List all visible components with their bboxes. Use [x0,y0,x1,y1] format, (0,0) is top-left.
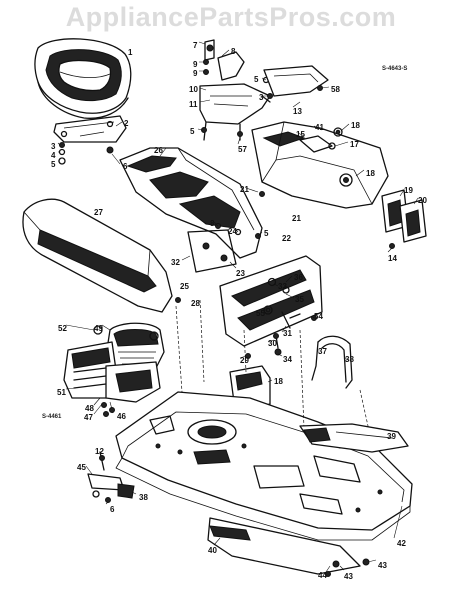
callout-4: 4 [51,151,56,160]
callout-44: 44 [318,571,327,580]
drawing-code-left: S-4461 [42,414,62,420]
callout-41: 41 [315,123,324,132]
callout-9: 9 [193,60,198,69]
callout-22: 22 [282,234,291,243]
callout-29: 29 [240,356,249,365]
callout-5: 5 [51,160,56,169]
callout-19: 19 [404,186,413,195]
callout-40: 40 [208,546,217,555]
callout-3: 3 [259,93,264,102]
callout-42: 42 [397,539,406,548]
callout-27: 27 [94,208,103,217]
callout-10: 10 [189,85,198,94]
callout-12: 12 [95,447,104,456]
callout-20: 20 [418,196,427,205]
engine [63,322,165,417]
callout-18: 18 [351,121,360,130]
callout-5: 5 [190,127,195,136]
callout-43: 43 [378,561,387,570]
callout-1: 1 [128,48,133,57]
callout-6: 6 [123,162,128,171]
callout-38: 38 [139,493,148,502]
callout-6: 6 [110,505,115,514]
callout-46: 46 [117,412,126,421]
callout-24: 24 [228,227,237,236]
callout-47: 47 [84,413,93,422]
callout-38: 38 [345,355,354,364]
callout-18: 18 [274,377,283,386]
seat-bracket [197,39,330,145]
callout-58: 58 [331,85,340,94]
chassis-frame [115,299,413,541]
callout-32: 32 [171,258,180,267]
callout-3: 3 [51,142,56,151]
callout-55: 55 [256,309,265,318]
callout-43: 43 [344,572,353,581]
callout-39: 39 [387,432,396,441]
callout-8: 8 [210,219,215,228]
callout-31: 31 [283,329,292,338]
callout-23: 23 [236,269,245,278]
callout-11: 11 [189,100,198,109]
callout-14: 14 [388,254,397,263]
front-skirt [207,517,377,577]
dash-panel [219,255,323,359]
callout-21: 21 [240,185,249,194]
callout-18: 18 [366,169,375,178]
watermark: AppliancePartsPros.com [65,2,397,32]
callout-36: 36 [294,273,303,282]
callout-52: 52 [58,324,67,333]
callout-49: 49 [94,324,103,333]
callout-26: 26 [154,146,163,155]
seat [34,38,132,165]
rear-bracket [311,335,353,389]
callout-35: 35 [295,295,304,304]
callout-21: 21 [292,214,301,223]
callout-34: 34 [283,355,292,364]
callout-33: 33 [278,282,287,291]
callout-15: 15 [296,130,305,139]
callout-54: 54 [314,312,323,321]
callout-8: 8 [231,47,236,56]
callout-17: 17 [350,140,359,149]
side-plates [381,189,427,253]
callout-45: 45 [77,463,86,472]
callout-5: 5 [254,75,259,84]
lever-parts [85,451,137,505]
callout-28: 28 [191,299,200,308]
callout-9: 9 [193,69,198,78]
callout-57: 57 [238,145,247,154]
callout-51: 51 [57,388,66,397]
callout-48: 48 [85,404,94,413]
callout-30: 30 [268,339,277,348]
callout-37: 37 [318,347,327,356]
callout-25: 25 [180,282,189,291]
hood-grille [119,147,263,273]
callout-5: 5 [264,229,269,238]
foot-mat [299,423,409,453]
callout-2: 2 [124,119,129,128]
side-panel [22,198,181,313]
callout-7: 7 [193,41,198,50]
callout-13: 13 [293,107,302,116]
drawing-code-top-right: S-4643-S [382,66,408,72]
console [245,121,389,209]
